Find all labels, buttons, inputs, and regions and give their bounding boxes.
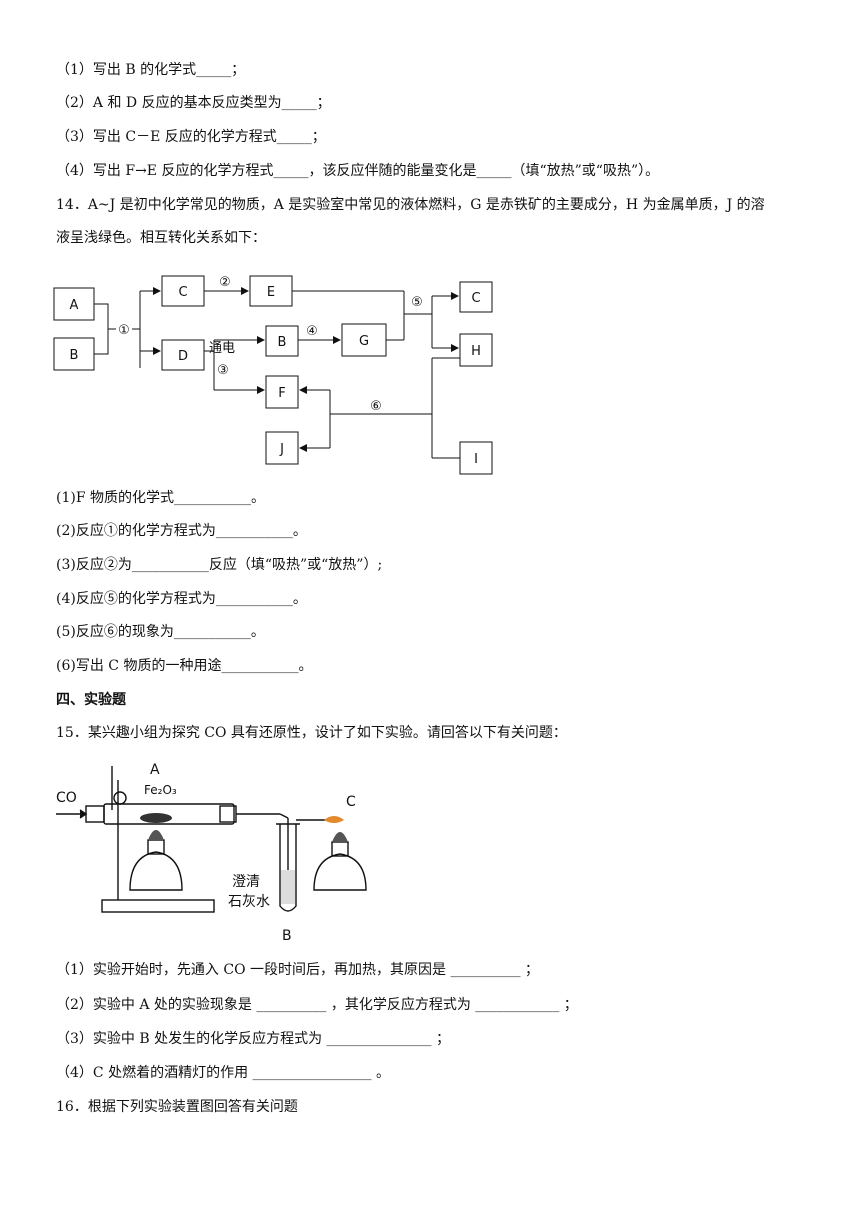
box-c-right <box>459 281 493 313</box>
q14-item-1: (1)F 物质的化学式___________。 <box>56 490 265 506</box>
q15-item-3: （3）实验中 B 处发生的化学反应方程式为 _______________ ； <box>56 1031 450 1047</box>
box-b-left-label: B <box>70 348 79 363</box>
electrolysis-label: 通电 <box>209 341 235 356</box>
box-c-right-label: C <box>471 291 480 306</box>
box-j <box>265 431 299 465</box>
conversion-diagram: A B C D E B G F J C H I ① ② 通电 ③ ④ ⑤ ⑥ <box>53 275 493 475</box>
box-h <box>459 333 493 367</box>
reaction-6-label: ⑥ <box>370 399 382 414</box>
limewater-label-2: 石灰水 <box>228 894 270 910</box>
box-i-label: I <box>474 452 478 467</box>
q13-item-2: （2）A 和 D 反应的基本反应类型为_____； <box>56 95 331 111</box>
label-b: B <box>282 928 292 944</box>
reaction-3-label: ③ <box>217 363 229 378</box>
label-a: A <box>150 762 160 778</box>
reaction-2-label: ② <box>219 275 231 290</box>
q16-stem: 16．根据下列实验装置图回答有关问题 <box>56 1099 298 1115</box>
q15-item-1: （1）实验开始时，先通入 CO 一段时间后，再加热，其原因是 _________… <box>56 962 539 978</box>
q15-item-4: （4）C 处燃着的酒精灯的作用 _________________ 。 <box>56 1065 390 1081</box>
q14-stem-line-1: 14．A~J 是初中化学常见的物质，A 是实验室中常见的液体燃料，G 是赤铁矿的… <box>56 197 765 213</box>
q13-item-4: （4）写出 F→E 反应的化学方程式_____，该反应伴随的能量变化是_____… <box>56 163 660 179</box>
box-a-label: A <box>70 298 79 313</box>
fe2o3-label: Fe₂O₃ <box>144 783 177 797</box>
box-f <box>265 375 299 409</box>
box-j-label: J <box>279 442 284 457</box>
reaction-1-label: ① <box>118 323 130 338</box>
box-c-top-label: C <box>178 285 187 300</box>
section-heading: 四、实验题 <box>56 692 126 708</box>
reaction-5-label: ⑤ <box>411 295 423 310</box>
co-label: CO <box>56 790 77 806</box>
q13-item-1: （1）写出 B 的化学式_____； <box>56 62 246 78</box>
q13-item-3: （3）写出 C－E 反应的化学方程式_____； <box>56 129 326 145</box>
label-c: C <box>346 794 356 810</box>
box-e-label: E <box>267 285 275 300</box>
q14-item-2: (2)反应①的化学方程式为___________。 <box>56 523 307 539</box>
q14-item-5: (5)反应⑥的现象为___________。 <box>56 624 265 640</box>
box-b-mid-label: B <box>278 335 287 350</box>
q14-item-3: (3)反应②为___________反应（填“吸热”或“放热”）; <box>56 557 383 573</box>
reaction-4-label: ④ <box>306 324 318 339</box>
q15-item-2: （2）实验中 A 处的实验现象是 __________ ，其化学反应方程式为 _… <box>56 997 578 1013</box>
q14-item-6: (6)写出 C 物质的一种用途___________。 <box>56 658 313 674</box>
limewater-label-1: 澄清 <box>232 874 260 890</box>
box-g-label: G <box>359 334 369 349</box>
box-b-mid <box>265 325 299 357</box>
box-h-label: H <box>471 344 481 359</box>
box-d-label: D <box>178 349 188 364</box>
co-reduction-apparatus: CO A Fe₂O₃ C 澄清 石灰水 B <box>56 762 367 944</box>
box-f-label: F <box>278 386 285 401</box>
box-d <box>161 339 205 371</box>
q14-item-4: (4)反应⑤的化学方程式为___________。 <box>56 591 307 607</box>
q14-stem-line-2: 液呈浅绿色。相互转化关系如下： <box>56 230 266 246</box>
q15-stem: 15．某兴趣小组为探究 CO 具有还原性，设计了如下实验。请回答以下有关问题： <box>56 725 567 741</box>
